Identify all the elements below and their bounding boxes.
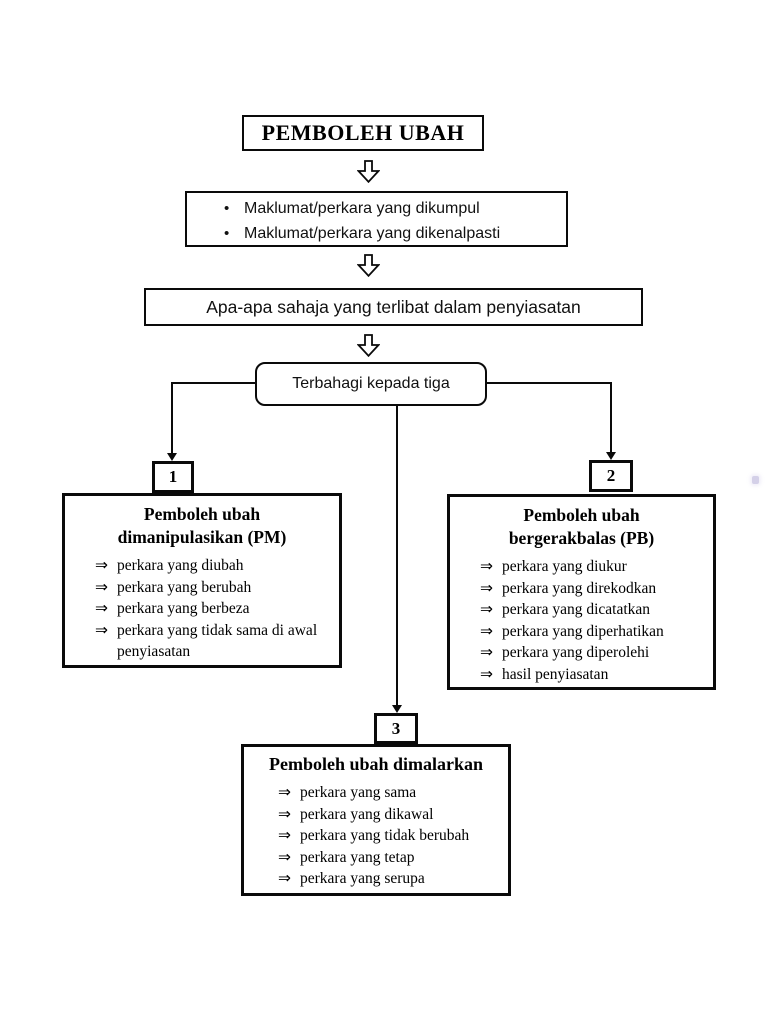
down-block-arrow-icon	[357, 160, 380, 183]
split-box: Terbahagi kepada tiga	[255, 362, 487, 406]
list-item: ⇒perkara yang tetap	[278, 847, 500, 869]
pb-branch-box: Pemboleh ubah bergerakbalas (PB) ⇒perkar…	[447, 494, 716, 690]
pm-branch-box: Pemboleh ubah dimanipulasikan (PM) ⇒perk…	[62, 493, 342, 668]
list-item: ⇒perkara yang sama	[278, 782, 500, 804]
list-item: • Maklumat/perkara yang dikenalpasti	[187, 221, 566, 246]
pc-branch-box: Pemboleh ubah dimalarkan ⇒perkara yang s…	[241, 744, 511, 896]
info-box: • Maklumat/perkara yang dikumpul • Maklu…	[185, 191, 568, 247]
connector-center-vertical	[396, 406, 398, 705]
down-block-arrow-icon	[357, 334, 380, 357]
double-arrow-icon: ⇒	[95, 578, 108, 596]
branch-number-box-2: 2	[589, 460, 633, 492]
list-item: • Maklumat/perkara yang dikumpul	[187, 196, 566, 221]
pc-item-list: ⇒perkara yang sama ⇒perkara yang dikawal…	[244, 782, 508, 890]
list-item: ⇒perkara yang tidak sama di awal penyias…	[95, 621, 318, 661]
double-arrow-icon: ⇒	[278, 784, 291, 801]
branch-number-box-3: 3	[374, 713, 418, 744]
list-item: ⇒perkara yang diperolehi	[480, 642, 699, 664]
scan-artifact	[752, 476, 759, 484]
connector-left-horizontal	[171, 382, 255, 384]
arrowhead-down-icon	[606, 452, 616, 460]
bullet-icon: •	[224, 200, 230, 217]
double-arrow-icon: ⇒	[95, 600, 108, 617]
double-arrow-icon: ⇒	[480, 601, 493, 618]
branch-number: 2	[606, 466, 616, 485]
double-arrow-icon: ⇒	[480, 665, 493, 683]
double-arrow-icon: ⇒	[95, 621, 108, 639]
list-item: ⇒perkara yang serupa	[278, 868, 500, 890]
title-text: PEMBOLEH UBAH	[261, 120, 465, 145]
connector-right-vertical	[610, 382, 612, 452]
list-item: ⇒perkara yang berbeza	[95, 598, 321, 620]
branch-title: Pemboleh ubah dimalarkan	[268, 754, 484, 774]
list-item: ⇒perkara yang berubah	[95, 577, 321, 599]
pb-item-list: ⇒perkara yang diukur ⇒perkara yang direk…	[450, 556, 713, 685]
scope-box: Apa-apa sahaja yang terlibat dalam penyi…	[144, 288, 643, 326]
branch-number-box-1: 1	[152, 461, 194, 493]
arrowhead-down-icon	[167, 453, 177, 461]
pm-item-list: ⇒perkara yang diubah ⇒perkara yang berub…	[65, 555, 339, 663]
scope-text: Apa-apa sahaja yang terlibat dalam penyi…	[206, 296, 581, 317]
double-arrow-icon: ⇒	[480, 622, 493, 640]
double-arrow-icon: ⇒	[480, 644, 493, 661]
list-item: ⇒perkara yang diubah	[95, 555, 321, 577]
bullet-icon: •	[224, 225, 230, 242]
list-item: ⇒perkara yang dikawal	[278, 804, 500, 826]
double-arrow-icon: ⇒	[95, 557, 108, 574]
double-arrow-icon: ⇒	[278, 848, 291, 866]
list-item: ⇒perkara yang tidak berubah	[278, 825, 500, 847]
double-arrow-icon: ⇒	[480, 558, 493, 575]
branch-number: 1	[168, 467, 178, 486]
branch-title: Pemboleh ubah dimanipulasikan (PM)	[117, 504, 287, 547]
down-block-arrow-icon	[357, 254, 380, 277]
double-arrow-icon: ⇒	[278, 805, 291, 823]
title-box: PEMBOLEH UBAH	[242, 115, 484, 151]
connector-right-horizontal	[487, 382, 611, 384]
double-arrow-icon: ⇒	[278, 827, 291, 844]
list-item: ⇒perkara yang dicatatkan	[480, 599, 699, 621]
list-item: ⇒hasil penyiasatan	[480, 664, 699, 686]
branch-number: 3	[391, 718, 401, 738]
double-arrow-icon: ⇒	[480, 579, 493, 597]
connector-left-vertical	[171, 382, 173, 454]
branch-title: Pemboleh ubah bergerakbalas (PB)	[508, 505, 655, 548]
info-item-text: Maklumat/perkara yang dikenalpasti	[244, 225, 501, 242]
arrowhead-down-icon	[392, 705, 402, 713]
list-item: ⇒perkara yang direkodkan	[480, 578, 699, 600]
double-arrow-icon: ⇒	[278, 870, 291, 887]
split-text: Terbahagi kepada tiga	[292, 375, 450, 392]
list-item: ⇒perkara yang diukur	[480, 556, 699, 578]
list-item: ⇒perkara yang diperhatikan	[480, 621, 699, 643]
info-item-text: Maklumat/perkara yang dikumpul	[244, 200, 480, 217]
